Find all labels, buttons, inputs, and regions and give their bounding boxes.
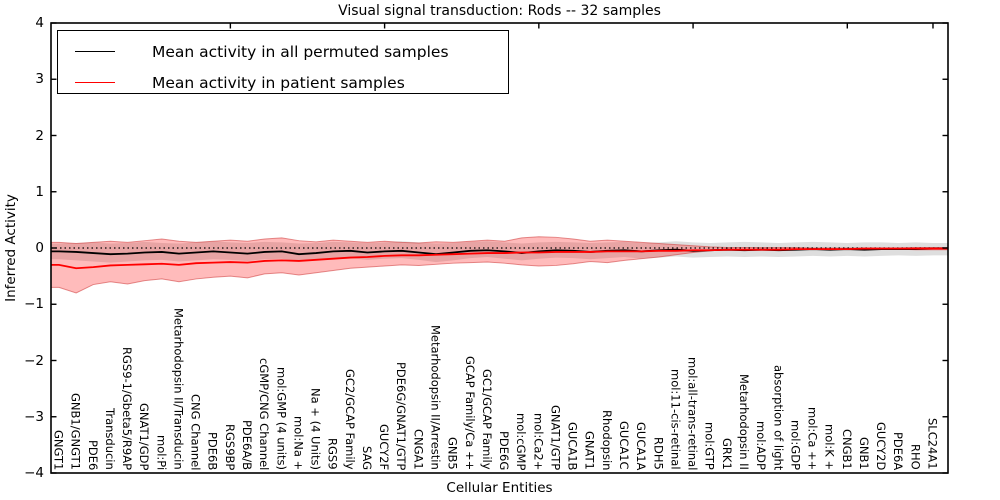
x-tick-label: PDE6G (497, 430, 512, 470)
x-tick-label: mol:all-trans-retinal (685, 356, 700, 470)
y-tick-label: −4 (24, 465, 44, 481)
x-tick-label: mol:Na + (291, 415, 306, 470)
x-tick-label: mol:GMP (4 units) (274, 367, 289, 470)
x-tick-label: GNAT1/GTP (548, 404, 563, 470)
y-tick-label: 1 (35, 183, 44, 200)
x-tick-label: PDE6B (205, 431, 220, 470)
x-tick-label: GNB1/GNGT1 (68, 393, 83, 470)
x-tick-label: mol:ADP (754, 421, 769, 470)
x-tick-label: GCAP Family/Ca ++ (462, 355, 477, 470)
x-tick-label: GUCA1C (617, 421, 632, 470)
x-tick-label: SLC24A1 (925, 418, 940, 470)
x-tick-label: PDE6G/GNAT1/GTP (394, 361, 409, 470)
x-tick-label: GNAT1/GDP (137, 402, 152, 470)
x-tick-label: PDE6A/B (240, 419, 254, 470)
x-tick-label: mol:Ca ++ (805, 406, 820, 470)
y-tick-label: −2 (24, 352, 44, 369)
x-tick-label: GC1/GCAP Family (479, 369, 494, 470)
x-axis-title: Cellular Entities (446, 480, 553, 496)
y-tick-label: −3 (24, 408, 44, 425)
legend-label-patient: Mean activity in patient samples (152, 73, 405, 92)
x-tick-label: GNGT1 (51, 429, 66, 470)
legend: Mean activity in all permuted samples Me… (57, 30, 509, 94)
legend-line-permuted-swatch (75, 51, 115, 52)
x-tick-label: mol:GDP (788, 419, 803, 470)
x-tick-label: CNG Channel (188, 393, 203, 470)
x-tick-label: mol:GTP (702, 422, 717, 470)
x-tick-label: GC2/GCAP Family (342, 369, 357, 470)
legend-label-permuted: Mean activity in all permuted samples (152, 42, 449, 61)
x-tick-label: Rhodopsin (599, 409, 614, 470)
x-tick-label: Metarhodopsin II/Transducin (171, 308, 186, 470)
patient-mean-line (51, 247, 948, 270)
legend-line-patient-swatch (75, 82, 115, 83)
x-tick-label: mol:Pi (154, 434, 169, 470)
y-tick-label: 3 (35, 71, 44, 88)
x-tick-label: RGS9BP (222, 423, 237, 470)
x-tick-label: GUCA1B (565, 421, 580, 470)
x-tick-label: GUCY2F (377, 423, 392, 470)
x-tick-label: SAG (359, 445, 374, 470)
legend-entry-permuted: Mean activity in all permuted samples (58, 31, 508, 67)
x-tick-label: mol:11-cis-retinal (668, 369, 683, 470)
x-tick-label: GNB1 (856, 437, 871, 470)
x-tick-label: GUCY2D (874, 421, 889, 470)
x-tick-label: cGMP/CNG Channel (257, 357, 272, 470)
y-tick-label: 2 (35, 127, 44, 144)
x-tick-label: GNB5 (445, 437, 460, 470)
x-tick-label: RDH5 (651, 437, 666, 470)
x-tick-label: mol:cGMP (514, 412, 529, 470)
chart-title: Visual signal transduction: Rods -- 32 s… (338, 3, 661, 19)
x-tick-label: mol:Ca2+ (531, 412, 546, 470)
x-tick-label: PDE6 (85, 439, 100, 470)
x-tick-label: CNGB1 (839, 429, 854, 470)
x-tick-label: GNAT1 (582, 431, 597, 470)
x-tick-label: RGS9 (325, 438, 340, 470)
x-tick-label: Metarhodopsin II/Arrestin (428, 325, 443, 470)
x-tick-label: mol:K + (822, 423, 837, 470)
x-tick-label: RHO (908, 444, 923, 470)
x-tick-label: Transducin (102, 408, 117, 470)
x-tick-label: Na + (4 Units) (308, 388, 323, 470)
x-tick-label: absorption of light (771, 364, 786, 470)
x-tick-label: CNGA1 (411, 429, 426, 470)
y-tick-label: 4 (35, 15, 44, 31)
x-tick-label: Metarhodopsin II (736, 374, 751, 470)
x-tick-label: PDE6A (891, 431, 906, 470)
x-tick-label: GRK1 (719, 438, 734, 470)
x-tick-label: GUCA1A (634, 421, 649, 470)
y-tick-label: −1 (24, 296, 44, 313)
y-tick-label: 0 (35, 240, 44, 256)
legend-entry-patient: Mean activity in patient samples (58, 67, 508, 98)
x-tick-label: RGS9-1/Gbeta5/R9AP (120, 346, 135, 470)
